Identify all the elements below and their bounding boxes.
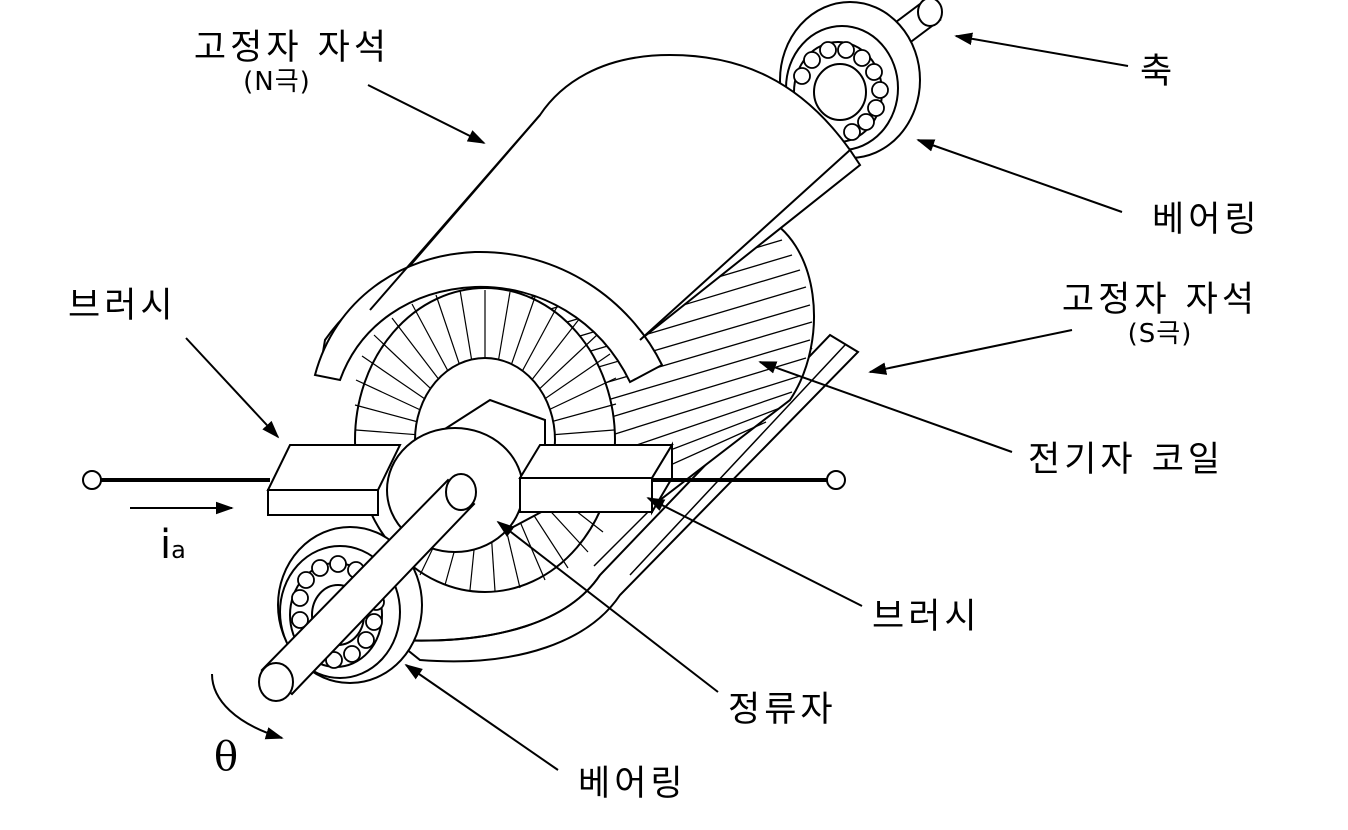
label-shaft: 축 <box>1140 52 1177 92</box>
lead-wires <box>82 470 846 490</box>
leader-arrows <box>185 32 1129 771</box>
label-current-main: i <box>160 522 172 568</box>
label-bearing-bottom: 베어링 <box>578 764 687 804</box>
brush-right <box>518 441 674 516</box>
leader-bearing-top <box>916 139 1123 213</box>
label-stator-magnet-n-name: 고정자 자석 <box>193 28 391 68</box>
label-current: ia <box>160 522 186 568</box>
label-bearing-top: 베어링 <box>1152 200 1261 240</box>
rotation-arrow <box>211 673 284 740</box>
label-commutator: 정류자 <box>728 690 837 730</box>
label-rotation: θ <box>214 734 239 780</box>
leader-brush-right <box>646 497 863 607</box>
label-stator-magnet-n-pole: (N극) <box>243 67 311 98</box>
label-armature-coil: 전기자 코일 <box>1028 440 1225 480</box>
label-stator-magnet-n: 고정자 자석 (N극) <box>186 28 398 98</box>
leader-shaft <box>954 32 1129 67</box>
label-stator-magnet-s: 고정자 자석 (S극) <box>1054 280 1266 350</box>
label-brush-right: 브러시 <box>872 597 981 637</box>
label-current-sub: a <box>171 536 186 564</box>
leader-armature-coil <box>758 361 1013 453</box>
stator-magnet-n <box>313 53 862 384</box>
label-brush-left: 브러시 <box>68 286 177 326</box>
label-stator-magnet-s-pole: (S극) <box>1127 319 1193 350</box>
leader-brush-left <box>185 337 280 439</box>
leader-bearing-bottom <box>404 663 559 771</box>
label-stator-magnet-s-name: 고정자 자석 <box>1061 280 1259 320</box>
leader-commutator <box>496 520 719 693</box>
shaft-front <box>258 473 477 702</box>
leader-stator-n <box>367 84 486 144</box>
leader-stator-s <box>868 329 1073 375</box>
brush-left <box>266 444 402 516</box>
